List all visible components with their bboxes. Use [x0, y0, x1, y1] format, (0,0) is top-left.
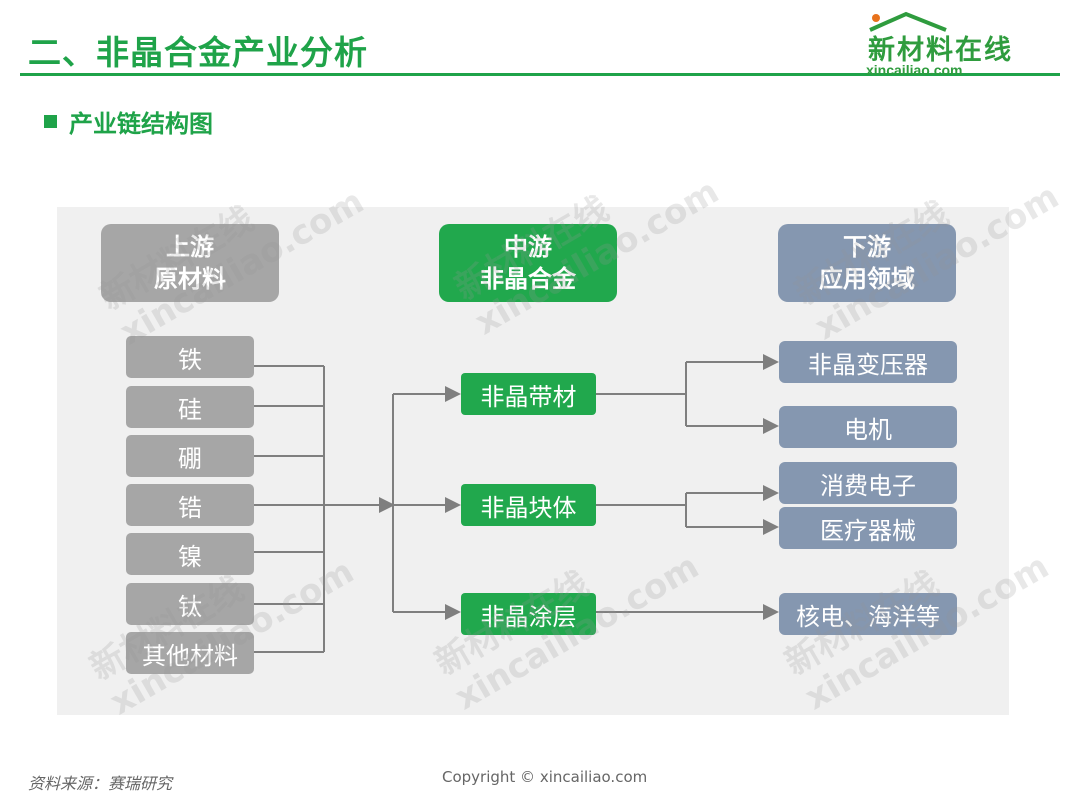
application-box: 消费电子 [779, 462, 957, 504]
title-divider [20, 73, 1060, 76]
midstream-subtitle: 非晶合金 [480, 265, 576, 293]
midstream-title: 中游 [504, 233, 552, 261]
logo-name: 新材料在线 [868, 35, 1013, 66]
midstream-header: 中游 非晶合金 [439, 224, 617, 302]
section-title: 产业链结构图 [69, 110, 213, 138]
downstream-subtitle: 应用领域 [819, 265, 915, 293]
copyright-note: Copyright © xincailiao.com [442, 768, 648, 786]
application-box: 电机 [779, 406, 957, 448]
upstream-title: 上游 [166, 233, 214, 261]
raw-material-box: 锆 [126, 484, 254, 526]
page-title: 二、非晶合金产业分析 [28, 33, 368, 72]
raw-material-box: 镍 [126, 533, 254, 575]
section-heading: 产业链结构图 [44, 104, 213, 139]
raw-material-box: 硼 [126, 435, 254, 477]
source-note: 资料来源：赛瑞研究 [28, 774, 173, 793]
upstream-subtitle: 原材料 [154, 265, 226, 293]
downstream-title: 下游 [843, 233, 891, 261]
brand-logo: 新材料在线 xincailiao.com [866, 10, 1016, 78]
raw-material-box: 其他材料 [126, 632, 254, 674]
product-box: 非晶涂层 [461, 593, 596, 635]
product-box: 非晶块体 [461, 484, 596, 526]
raw-material-box: 铁 [126, 336, 254, 378]
square-bullet-icon [44, 115, 57, 128]
upstream-header: 上游 原材料 [101, 224, 279, 302]
raw-material-box: 钛 [126, 583, 254, 625]
application-box: 核电、海洋等 [779, 593, 957, 635]
application-box: 医疗器械 [779, 507, 957, 549]
product-box: 非晶带材 [461, 373, 596, 415]
logo-url: xincailiao.com [866, 62, 963, 78]
raw-material-box: 硅 [126, 386, 254, 428]
application-box: 非晶变压器 [779, 341, 957, 383]
roof-icon [869, 11, 947, 32]
downstream-header: 下游 应用领域 [778, 224, 956, 302]
